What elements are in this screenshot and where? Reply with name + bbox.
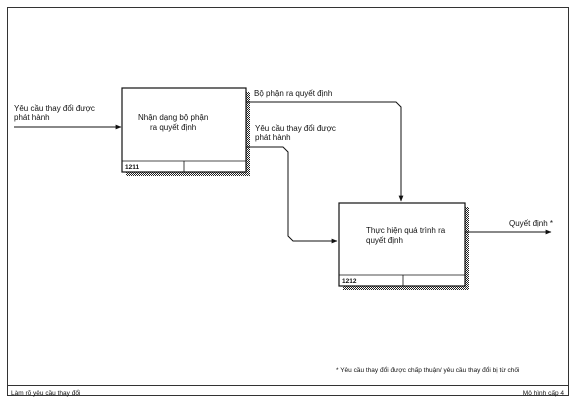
connector-arrow-upper: Bộ phận ra quyết định <box>246 89 404 202</box>
input-arrow-label: Yêu cầu thay đổi được <box>14 104 95 113</box>
box-label-line: quyết định <box>366 236 403 245</box>
connector-line-lower <box>246 146 338 244</box>
connector-line-upper <box>246 101 404 202</box>
box-frame <box>338 202 466 287</box>
connector-label-upper: Bộ phận ra quyết định <box>254 89 332 98</box>
output-arrow: Quyết định * <box>465 219 553 235</box>
activity-box-1211: Nhận dạng bộ phận ra quyết định 1211 <box>121 87 250 176</box>
box-label-line: Nhận dạng bộ phận <box>138 113 208 122</box>
box-label-line: ra quyết định <box>150 123 196 132</box>
connector-label-lower: phát hành <box>255 133 291 142</box>
input-arrow-label: phát hành <box>14 113 50 122</box>
footnote: * Yêu cầu thay đổi được chấp thuận/ yêu … <box>336 365 519 374</box>
output-arrow-label: Quyết định * <box>509 219 553 228</box>
activity-box-1212: Thực hiện quá trình ra quyết định 1212 <box>338 202 469 290</box>
page-frame <box>7 7 569 396</box>
box-frame <box>121 87 247 173</box>
footer-level: Mô hình cấp 4 <box>523 388 565 397</box>
box-number: 1211 <box>125 164 139 171</box>
footer-title: Làm rõ yêu cầu thay đổi <box>11 388 80 397</box>
box-number: 1212 <box>342 278 357 285</box>
input-arrow: Yêu cầu thay đổi được phát hành <box>14 104 122 130</box>
connector-arrow-lower: Yêu cầu thay đổi được phát hành <box>246 124 338 244</box>
connector-label-lower: Yêu cầu thay đổi được <box>255 124 336 133</box>
box-label-line: Thực hiện quá trình ra <box>366 226 446 235</box>
